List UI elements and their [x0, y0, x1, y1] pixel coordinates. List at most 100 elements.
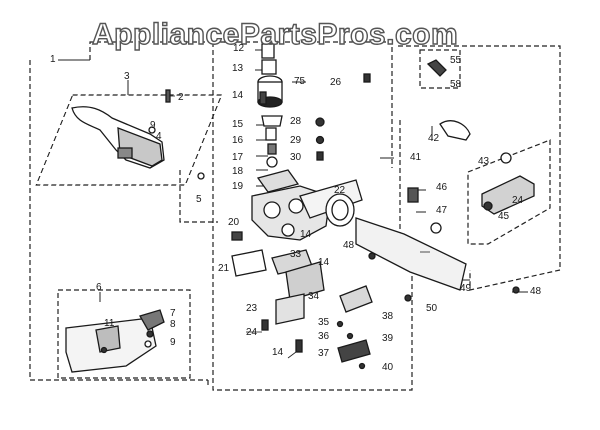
- label-part-30: 30: [290, 152, 302, 163]
- site-watermark: AppliancePartsPros.com: [91, 17, 459, 51]
- label-part-36: 36: [318, 331, 330, 342]
- label-part-2: 2: [178, 92, 184, 103]
- label-part-46: 46: [436, 182, 448, 193]
- label-part-14-b: 14: [318, 257, 330, 268]
- label-part-50: 50: [426, 303, 438, 314]
- part-13-cap: [261, 59, 277, 75]
- label-part-7: 7: [170, 308, 176, 319]
- part-12-cap: [261, 43, 275, 59]
- subassembly-45-box: [467, 139, 551, 245]
- part-19-gasket: [256, 169, 300, 193]
- main-frame-top-right: [398, 45, 561, 150]
- label-part-45: 45: [498, 211, 510, 222]
- label-part-6: 6: [96, 282, 102, 293]
- label-part-15: 15: [232, 119, 244, 130]
- label-part-24-a: 24: [246, 327, 258, 338]
- part-24-screw-a: [261, 319, 269, 331]
- part-34-plate: [285, 261, 325, 301]
- part-16-stem: [265, 127, 277, 141]
- part-20-bracket: [231, 231, 243, 241]
- subassembly-55-box: [419, 49, 461, 89]
- part-4-screw: [148, 126, 156, 134]
- part-17-spring: [267, 143, 277, 155]
- label-part-14-c: 14: [272, 347, 284, 358]
- part-55-clip: [426, 59, 447, 77]
- label-part-23: 23: [246, 303, 258, 314]
- label-part-58: 58: [450, 79, 462, 90]
- label-part-3: 3: [124, 71, 130, 82]
- part-45-igniter: [481, 175, 535, 215]
- label-part-5: 5: [196, 194, 202, 205]
- part-23-plate: [275, 293, 305, 325]
- label-part-29: 29: [290, 135, 302, 146]
- part-9-washer: [144, 340, 152, 348]
- part-30-fitting: [316, 151, 324, 161]
- part-7-clip: [139, 309, 165, 331]
- label-part-9: 9: [170, 337, 176, 348]
- label-part-41: 41: [410, 152, 422, 163]
- label-part-47-a: 47: [436, 205, 448, 216]
- part-21-bracket: [231, 249, 267, 277]
- label-part-21: 21: [218, 263, 230, 274]
- label-part-34: 34: [308, 291, 320, 302]
- part-38-plate: [339, 285, 373, 313]
- label-part-1: 1: [50, 54, 56, 65]
- label-part-40: 40: [382, 362, 394, 373]
- label-part-19: 19: [232, 181, 244, 192]
- label-part-48-a: 48: [343, 240, 355, 251]
- label-part-20: 20: [228, 217, 240, 228]
- part-14-screw-d: [295, 339, 303, 353]
- part-46-clip: [407, 187, 419, 203]
- part-14-screw-a: [259, 91, 267, 105]
- part-5-washer: [197, 172, 205, 180]
- label-part-75: 75: [294, 76, 306, 87]
- part-42-tube: [439, 120, 471, 141]
- part-50-screw: [404, 294, 412, 302]
- label-part-55: 55: [450, 55, 462, 66]
- label-part-37: 37: [318, 348, 330, 359]
- part-35-pin: [336, 320, 344, 328]
- part-26-screw: [363, 73, 371, 83]
- label-part-39: 39: [382, 333, 394, 344]
- part-29-washer: [315, 135, 325, 145]
- main-frame-left: [29, 60, 208, 381]
- part-39-screw: [346, 332, 354, 340]
- subassembly-3-box: [35, 94, 223, 186]
- label-part-18: 18: [232, 166, 244, 177]
- label-part-26: 26: [330, 77, 342, 88]
- part-8-screw: [146, 330, 154, 338]
- label-part-13: 13: [232, 63, 244, 74]
- part-37-strip: [337, 339, 371, 363]
- label-part-49: 49: [460, 283, 472, 294]
- label-part-8: 8: [170, 319, 176, 330]
- label-part-22: 22: [334, 185, 346, 196]
- part-28-nut: [315, 117, 325, 127]
- label-part-12: 12: [233, 43, 245, 54]
- label-part-43: 43: [478, 156, 490, 167]
- part-11-spark-module: [95, 325, 121, 353]
- part-48-screw-b: [512, 286, 520, 294]
- label-part-17: 17: [232, 152, 244, 163]
- label-part-48-b: 48: [530, 286, 542, 297]
- label-part-14-d: 14: [300, 229, 312, 240]
- label-part-4: 4: [156, 131, 162, 142]
- label-part-24-b: 24: [512, 195, 524, 206]
- label-part-42: 42: [428, 133, 440, 144]
- label-part-28: 28: [290, 116, 302, 127]
- main-frame-top-left: [89, 41, 238, 60]
- part-3-clip: [117, 147, 133, 159]
- part-48-screw-a: [368, 252, 376, 260]
- label-part-16: 16: [232, 135, 244, 146]
- part-15-diaphragm: [261, 115, 283, 127]
- part-2-screw: [165, 89, 171, 103]
- part-18-ball: [266, 156, 278, 168]
- label-part-38: 38: [382, 311, 394, 322]
- part-41-bracket: [355, 217, 467, 291]
- part-43-nut: [500, 152, 512, 164]
- label-part-11: 11: [104, 318, 115, 329]
- label-part-35: 35: [318, 317, 330, 328]
- label-part-33: 33: [290, 249, 302, 260]
- center-frame: [212, 42, 413, 391]
- label-part-14-a: 14: [232, 90, 244, 101]
